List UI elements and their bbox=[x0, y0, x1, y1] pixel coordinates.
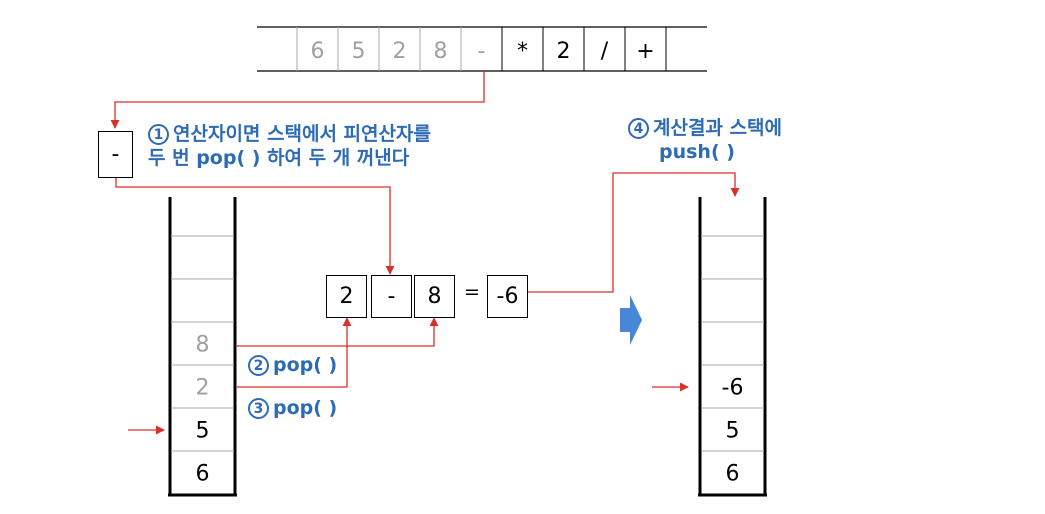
step4-line1: 계산결과 스택에 bbox=[653, 117, 782, 139]
expression-token: 2 bbox=[393, 39, 407, 64]
pop-right-operand-arrow bbox=[236, 317, 439, 347]
expression-token: / bbox=[601, 39, 609, 64]
computation-left-operand: 2 bbox=[326, 275, 367, 318]
stack-cell-value: 5 bbox=[726, 419, 740, 444]
computation-right-operand: 8 bbox=[414, 275, 455, 318]
computation-result: -6 bbox=[487, 275, 528, 318]
step2-number: 2 bbox=[248, 355, 269, 376]
expression-token: + bbox=[636, 39, 654, 64]
stack-cell-value: 6 bbox=[726, 462, 740, 487]
expression-token: - bbox=[478, 39, 486, 64]
operator-to-computation-arrow bbox=[115, 178, 395, 275]
expression-token: * bbox=[517, 39, 528, 64]
step3-label: pop( ) bbox=[273, 397, 338, 419]
stack-cell-value: -6 bbox=[722, 376, 744, 401]
transition-block-arrow bbox=[620, 295, 642, 345]
step1-number: 1 bbox=[148, 124, 169, 145]
stack-cell-value: 5 bbox=[196, 419, 210, 444]
step4-number: 4 bbox=[628, 118, 649, 139]
current-operator-box: - bbox=[98, 131, 133, 178]
result-push-arrow bbox=[528, 172, 740, 293]
stack-cell-value: 8 bbox=[196, 333, 210, 358]
expression-strip: 6 5 2 8 - * 2 / + bbox=[257, 26, 707, 72]
expression-token: 8 bbox=[434, 39, 448, 64]
step3-number: 3 bbox=[248, 398, 269, 419]
computation-equals: = bbox=[464, 281, 480, 303]
computation-operator: - bbox=[371, 275, 412, 318]
step2-label: pop( ) bbox=[273, 354, 338, 376]
expression-token: 2 bbox=[557, 39, 571, 64]
stack-cell-value: 6 bbox=[196, 462, 210, 487]
pop-left-operand-arrow bbox=[236, 317, 352, 388]
step1-line2: 두 번 pop( ) 하여 두 개 꺼낸다 bbox=[148, 147, 410, 169]
stack-cell-value: 2 bbox=[196, 376, 210, 401]
expression-token: 5 bbox=[352, 39, 366, 64]
step4-line2: push( ) bbox=[659, 141, 735, 163]
left-stack: 8 2 5 6 bbox=[168, 197, 237, 497]
token-to-operator-arrow bbox=[110, 71, 485, 129]
right-stack: -6 5 6 bbox=[698, 197, 767, 497]
expression-token: 6 bbox=[311, 39, 325, 64]
step1-line1: 연산자이면 스택에서 피연산자를 bbox=[173, 123, 431, 145]
